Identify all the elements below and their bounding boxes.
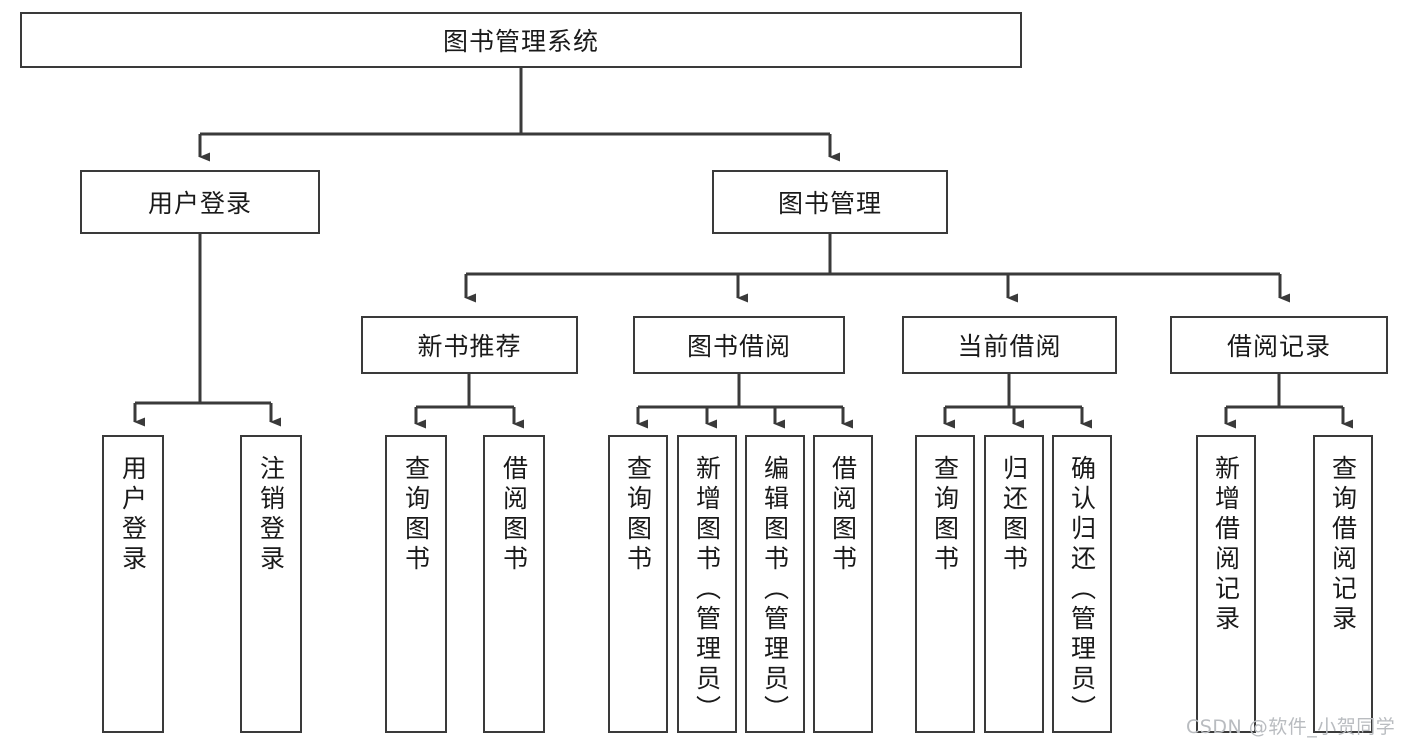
leaf-user-login[interactable]: 用户登录 <box>102 435 164 733</box>
leaf-query-borrow-record-label: 查询借阅记录 <box>1328 455 1358 635</box>
leaf-query-book-1-label: 查询图书 <box>401 455 431 575</box>
leaf-return-book[interactable]: 归还图书 <box>984 435 1044 733</box>
node-book-borrow[interactable]: 图书借阅 <box>633 316 845 374</box>
leaf-add-book-admin[interactable]: 新增图书（管理员） <box>677 435 737 733</box>
leaf-user-login-label: 用户登录 <box>118 455 148 575</box>
leaf-add-borrow-record-label: 新增借阅记录 <box>1211 455 1241 635</box>
leaf-confirm-return-admin-label: 确认归还（管理员） <box>1067 455 1097 725</box>
leaf-query-book-1[interactable]: 查询图书 <box>385 435 447 733</box>
node-user-login[interactable]: 用户登录 <box>80 170 320 234</box>
leaf-query-borrow-record[interactable]: 查询借阅记录 <box>1313 435 1373 733</box>
node-book-manage[interactable]: 图书管理 <box>712 170 948 234</box>
leaf-query-book-2-label: 查询图书 <box>623 455 653 575</box>
leaf-query-book-3-label: 查询图书 <box>930 455 960 575</box>
leaf-confirm-return-admin[interactable]: 确认归还（管理员） <box>1052 435 1112 733</box>
node-current-borrow[interactable]: 当前借阅 <box>902 316 1117 374</box>
leaf-logout-login[interactable]: 注销登录 <box>240 435 302 733</box>
leaf-borrow-book-2-label: 借阅图书 <box>828 455 858 575</box>
leaf-borrow-book-1[interactable]: 借阅图书 <box>483 435 545 733</box>
leaf-edit-book-admin-label: 编辑图书（管理员） <box>760 455 790 725</box>
node-root-label: 图书管理系统 <box>442 27 599 56</box>
node-borrow-record[interactable]: 借阅记录 <box>1170 316 1388 374</box>
leaf-edit-book-admin[interactable]: 编辑图书（管理员） <box>745 435 805 733</box>
node-new-book-recommend[interactable]: 新书推荐 <box>361 316 578 374</box>
node-user-login-label: 用户登录 <box>147 189 252 218</box>
leaf-borrow-book-1-label: 借阅图书 <box>499 455 529 575</box>
leaf-add-book-admin-label: 新增图书（管理员） <box>692 455 722 725</box>
node-book-borrow-label: 图书借阅 <box>686 332 791 361</box>
leaf-query-book-2[interactable]: 查询图书 <box>608 435 668 733</box>
leaf-logout-login-label: 注销登录 <box>256 455 286 575</box>
node-new-book-recommend-label: 新书推荐 <box>417 332 522 361</box>
leaf-return-book-label: 归还图书 <box>999 455 1029 575</box>
node-borrow-record-label: 借阅记录 <box>1226 332 1331 361</box>
node-current-borrow-label: 当前借阅 <box>957 332 1062 361</box>
leaf-borrow-book-2[interactable]: 借阅图书 <box>813 435 873 733</box>
csdn-watermark: CSDN @软件_小贺同学 <box>1186 716 1396 738</box>
leaf-query-book-3[interactable]: 查询图书 <box>915 435 975 733</box>
node-book-manage-label: 图书管理 <box>777 189 882 218</box>
leaf-add-borrow-record[interactable]: 新增借阅记录 <box>1196 435 1256 733</box>
node-root[interactable]: 图书管理系统 <box>20 12 1022 68</box>
